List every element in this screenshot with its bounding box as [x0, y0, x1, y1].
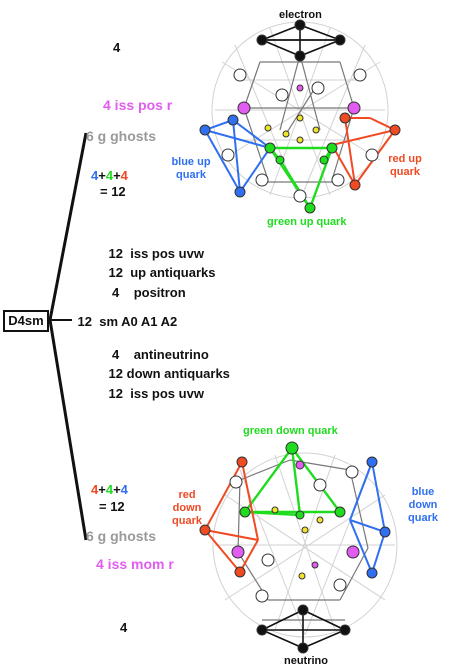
top-sum-result: = 12: [100, 184, 126, 199]
middle-row-5-num: 4: [112, 347, 120, 362]
middle-row-5-text: antineutrino: [133, 347, 209, 362]
top-sum-blue: 4: [91, 168, 99, 183]
blue-up-quark-label: blue up quark: [171, 156, 211, 181]
bottom-sum-plus-2: +: [113, 482, 121, 497]
top-count-label: 4: [113, 40, 121, 55]
middle-row-4-num: 12: [77, 314, 92, 329]
bottom-sum-green: 4: [105, 482, 114, 497]
middle-row-3-num: 4: [112, 285, 120, 300]
top-sum-plus-2: +: [113, 168, 121, 183]
electron-label: electron: [279, 9, 322, 21]
red-up-quark-label: red up quark: [388, 153, 422, 178]
iss-mom-r-label: 4 iss mom r: [96, 556, 174, 572]
red-down-quark-label: red down quark: [172, 489, 202, 527]
top-sum-expression: 4+4+4: [91, 168, 128, 183]
middle-row-3-text: positron: [133, 285, 186, 300]
top-sum-plus-1: +: [98, 168, 106, 183]
middle-row-3: 4 positron: [112, 285, 186, 300]
middle-row-7: 12 iss pos uvw: [105, 386, 204, 401]
bottom-sum-expression: 4+4+4: [91, 482, 128, 497]
top-ghosts-label: 6 g ghosts: [86, 128, 157, 144]
bottom-sum-plus-1: +: [98, 482, 106, 497]
middle-row-6: 12 down antiquarks: [105, 366, 230, 381]
d4sm-box: D4sm: [3, 310, 49, 332]
bottom-count-label: 4: [120, 620, 128, 635]
bottom-sum-blue: 4: [120, 482, 128, 497]
middle-row-1-text: iss pos uvw: [130, 246, 204, 261]
green-up-quark-label: green up quark: [267, 216, 347, 228]
middle-row-2-num: 12: [108, 265, 123, 280]
middle-row-4-text: sm A0 A1 A2: [99, 314, 178, 329]
bottom-sum-red: 4: [91, 482, 99, 497]
green-down-quark-label: green down quark: [243, 425, 338, 437]
middle-row-4: 12 sm A0 A1 A2: [74, 314, 178, 329]
iss-pos-r-label: 4 iss pos r: [103, 97, 173, 113]
middle-row-7-text: iss pos uvw: [130, 386, 204, 401]
middle-row-1-num: 12: [108, 246, 123, 261]
bottom-ghosts-label: 6 g ghosts: [86, 528, 157, 544]
middle-row-6-num: 12: [108, 366, 123, 381]
top-sum-red: 4: [120, 168, 128, 183]
middle-row-2-text: up antiquarks: [130, 265, 216, 280]
top-sum-green: 4: [105, 168, 114, 183]
middle-row-1: 12 iss pos uvw: [105, 246, 204, 261]
middle-row-5: 4 antineutrino: [112, 347, 209, 362]
neutrino-label: neutrino: [284, 655, 328, 667]
blue-down-quark-label: blue down quark: [408, 486, 438, 524]
middle-row-6-text: down antiquarks: [126, 366, 230, 381]
bottom-sum-result: = 12: [99, 499, 125, 514]
middle-row-2: 12 up antiquarks: [105, 265, 216, 280]
middle-row-7-num: 12: [108, 386, 123, 401]
